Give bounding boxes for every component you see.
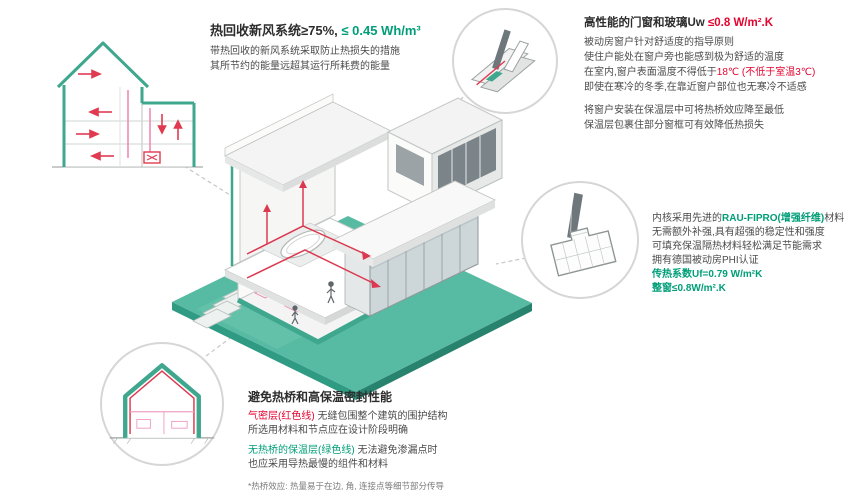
roof-outline [56, 41, 150, 89]
airtight-line [476, 60, 506, 86]
windows-line4: 即使在寒冷的冬季,在靠近窗户部位也无寒冷不适感 [584, 82, 807, 93]
thermal-line2: 所选用材料和节点应在设计阶段明确 [248, 425, 408, 436]
thermal-bridge-circle [100, 342, 224, 466]
main-house-illustration [172, 93, 532, 400]
airflow-arrows [76, 69, 183, 161]
windows-title-text: 高性能的门窗和玻璃Uw [584, 17, 708, 29]
frame-profile-circle [521, 181, 639, 299]
duct-arrows [263, 180, 381, 288]
heat-recovery-line2: 其所节约的能量远超其运行所耗费的能量 [210, 61, 390, 72]
windows-line2: 使住户能处在窗户旁也能感到极为舒适的温度 [584, 52, 784, 63]
thermal-line1: 气密层(红色线) 无缝包围整个建筑的围护结构 [248, 411, 448, 422]
heat-recovery-line1: 带热回收的新风系统采取防止热损失的措施 [210, 46, 400, 57]
profile-line2: 无需额外补强,具有超强的稳定性和强度 [652, 227, 825, 238]
insulation-chip [485, 71, 503, 82]
frame-profile-illustration [550, 192, 617, 277]
insulation-layer-outline [123, 363, 201, 438]
thermal-footnote: *热桥效应: 热量易于在边, 角, 连接点等细节部分传导 [248, 481, 444, 491]
window-corner-detail-circle [452, 8, 558, 114]
thermal-line4: 也应采用导热最慢的组件和材料 [248, 459, 388, 470]
glass-pane [492, 29, 511, 70]
profile-uw-value: 整窗≤0.8W/m².K [652, 283, 726, 294]
heat-recovery-title: 热回收新风系统≥75%, ≤ 0.45 Wh/m³ [210, 20, 480, 39]
heat-recovery-title-value: ≤ 0.45 Wh/m³ [341, 23, 421, 38]
window-corner-illustration [470, 29, 536, 93]
windows-title-value: ≤0.8 W/m².K [707, 17, 774, 29]
windows-section: 高性能的门窗和玻璃Uw ≤0.8 W/m².K 被动房窗户针对舒适度的指导原则 … [584, 14, 862, 133]
ventilation-house-illustration [52, 41, 203, 168]
thermal-line3: 无热桥的保温层(绿色线) 无法避免渗漏点时 [248, 445, 438, 456]
windows-line6: 保温层包裹住部分窗框可有效降低热损失 [584, 120, 764, 131]
frame-profile-body: 内核采用先进的RAU-FIPRO(增强纤维)材料 无需额外补强,具有超强的稳定性… [652, 212, 864, 296]
heat-recovery-section: 热回收新风系统≥75%, ≤ 0.45 Wh/m³ 带热回收的新风系统采取防止热… [210, 20, 480, 74]
profile-uf-value: 传热系数Uf=0.79 W/m²K [652, 269, 763, 280]
profile-line3: 可填充保温隔热材料轻松满足节能需求 [652, 241, 822, 252]
ventilation-ducts [246, 186, 376, 285]
windows-line1: 被动房窗户针对舒适度的指导原则 [584, 37, 734, 48]
hrv-unit [143, 151, 161, 164]
windows-title: 高性能的门窗和玻璃Uw ≤0.8 W/m².K [584, 14, 862, 30]
interior-lines [130, 411, 194, 434]
windows-body: 被动房窗户针对舒适度的指导原则 使住户能处在窗户旁也能感到极为舒适的温度 在室内… [584, 35, 862, 133]
windows-line5: 将窗户安装在保温层中可将热桥效应降至最低 [584, 105, 784, 116]
pink-duct [127, 90, 151, 158]
heat-recovery-title-text: 热回收新风系统≥75%, [210, 23, 342, 38]
profile-line1: 内核采用先进的RAU-FIPRO(增强纤维)材料 [652, 213, 845, 224]
thermal-bridge-illustration [109, 363, 215, 444]
airtight-layer-outline [129, 370, 195, 434]
heat-recovery-body: 带热回收的新风系统采取防止热损失的措施 其所节约的能量远超其运行所耗费的能量 [210, 44, 480, 74]
upvc-profile [550, 227, 617, 277]
glass-facade [331, 180, 497, 317]
windows-line3: 在室内,窗户表面温度不得低于18℃ (不低于室温3℃) [584, 67, 816, 78]
frame-profile-section: 内核采用先进的RAU-FIPRO(增强纤维)材料 无需额外补强,具有超强的稳定性… [652, 212, 864, 296]
thermal-bridge-title: 避免热桥和高保温密封性能 [248, 390, 393, 404]
person-figure [291, 281, 336, 325]
profile-line4: 拥有德国被动房PHI认证 [652, 255, 759, 266]
thermal-bridge-section: 避免热桥和高保温密封性能 气密层(红色线) 无缝包围整个建筑的围护结构 所选用材… [248, 388, 498, 493]
thermal-bridge-body: 气密层(红色线) 无缝包围整个建筑的围护结构 所选用材料和节点应在设计阶段明确 … [248, 410, 498, 493]
